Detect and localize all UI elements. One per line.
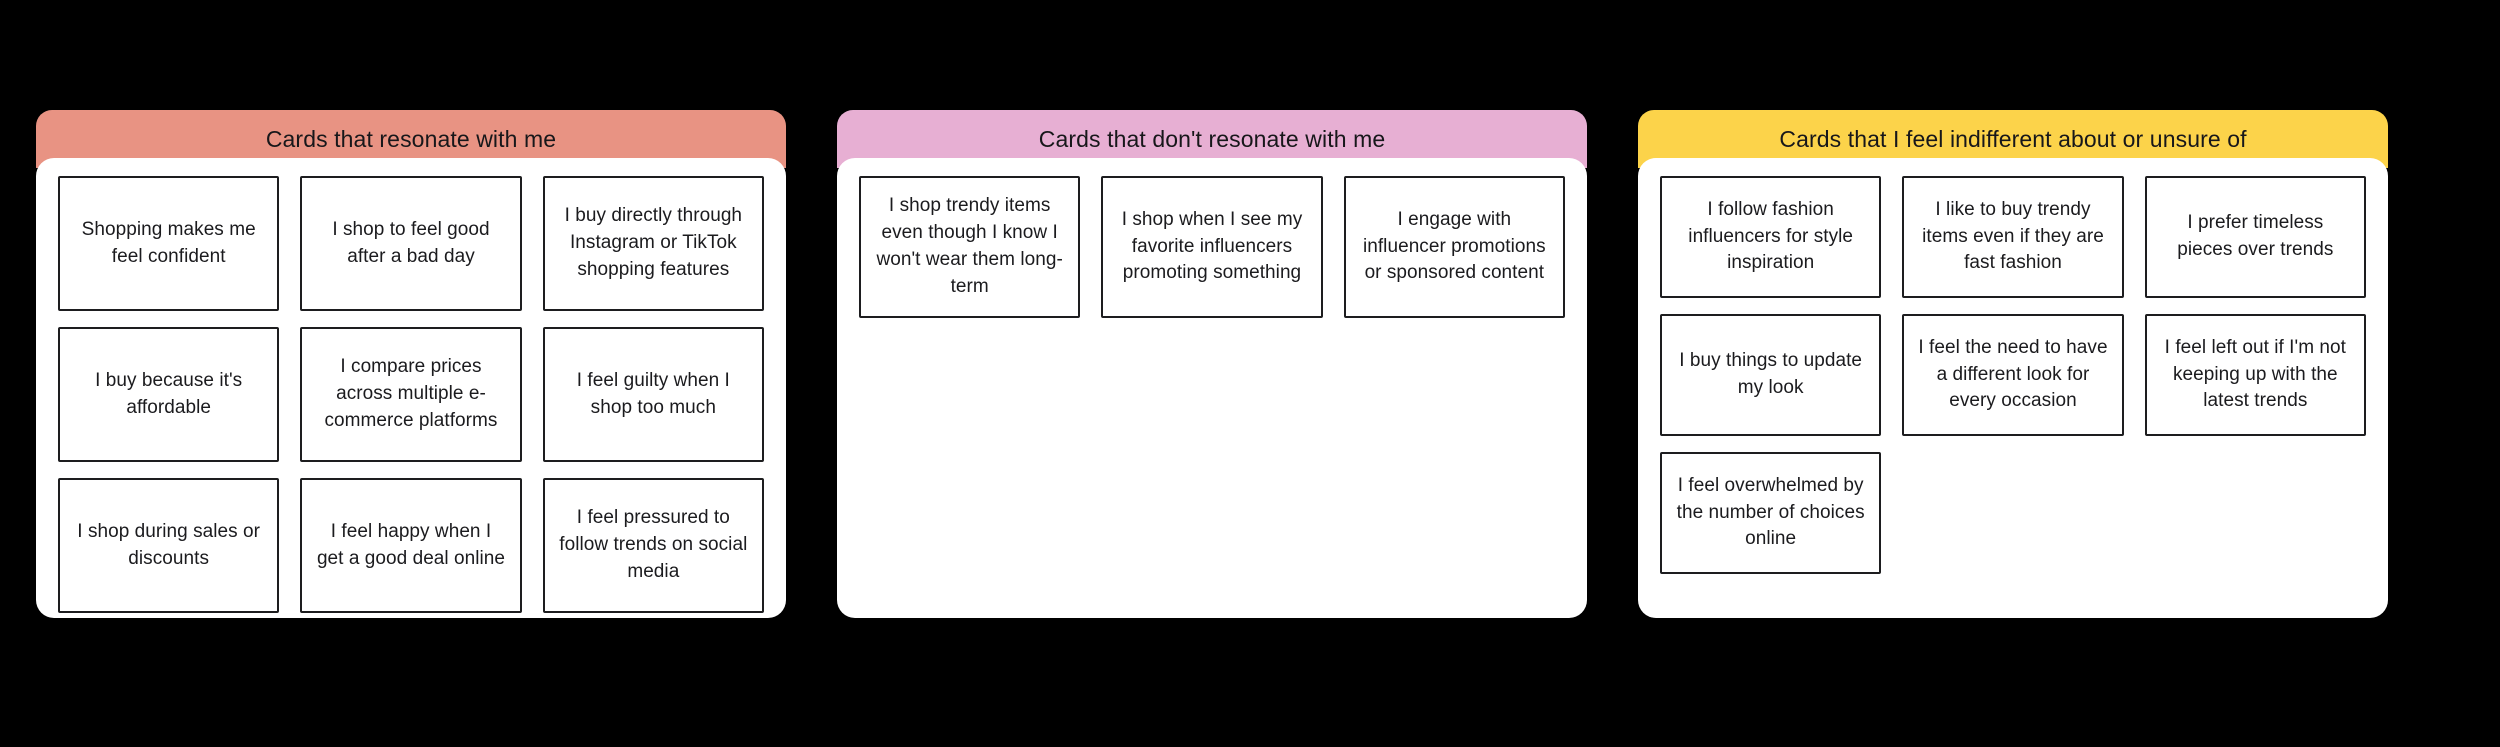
card[interactable]: I follow fashion influencers for style i…	[1660, 176, 1882, 298]
card[interactable]: I feel pressured to follow trends on soc…	[542, 478, 764, 613]
card-text: I shop when I see my favorite influencer…	[1121, 208, 1303, 284]
card[interactable]: I shop to feel good after a bad day	[300, 176, 522, 311]
card-text: I feel the need to have a different look…	[1918, 336, 2108, 412]
card[interactable]: I feel overwhelmed by the number of choi…	[1660, 452, 1882, 574]
card[interactable]: I feel left out if I'm not keeping up wi…	[2144, 314, 2366, 436]
card-text: I buy because it's affordable	[95, 369, 243, 418]
card-text: I follow fashion influencers for style i…	[1688, 198, 1854, 274]
panel-title-indifferent: Cards that I feel indifferent about or u…	[1779, 125, 2247, 152]
card[interactable]: I shop when I see my favorite influencer…	[1101, 176, 1323, 318]
card-text: I prefer timeless pieces over trends	[2177, 212, 2334, 260]
panel-title-dont-resonate: Cards that don't resonate with me	[1038, 125, 1386, 152]
card-text: I like to buy trendy items even if they …	[1922, 198, 2104, 274]
card[interactable]: Shopping makes me feel confident	[58, 176, 280, 311]
card-text: I feel guilty when I shop too much	[576, 369, 730, 418]
card[interactable]: I shop trendy items even though I know I…	[859, 176, 1081, 318]
panel-body-dont-resonate: I shop trendy items even though I know I…	[837, 158, 1587, 618]
card[interactable]: I compare prices across multiple e-comme…	[300, 327, 522, 462]
card[interactable]: I buy directly through Instagram or TikT…	[542, 176, 764, 311]
card-text: I shop during sales or discounts	[77, 520, 261, 569]
card[interactable]: I buy things to update my look	[1660, 314, 1882, 436]
card-text: I feel pressured to follow trends on soc…	[559, 507, 748, 582]
panel-resonate: Cards that resonate with me Shopping mak…	[36, 110, 786, 618]
card-text: I buy directly through Instagram or TikT…	[564, 205, 743, 280]
panel-title-resonate: Cards that resonate with me	[265, 125, 557, 152]
panel-body-resonate: Shopping makes me feel confident I shop …	[36, 158, 786, 618]
card-grid-resonate: Shopping makes me feel confident I shop …	[58, 176, 764, 613]
card[interactable]: I feel guilty when I shop too much	[542, 327, 764, 462]
card[interactable]: I feel happy when I get a good deal onli…	[300, 478, 522, 613]
card[interactable]: I prefer timeless pieces over trends	[2144, 176, 2366, 298]
card[interactable]: I like to buy trendy items even if they …	[1902, 176, 2124, 298]
panel-dont-resonate: Cards that don't resonate with me I shop…	[837, 110, 1587, 618]
card[interactable]: I engage with influencer promotions or s…	[1343, 176, 1565, 318]
card-text: I feel left out if I'm not keeping up wi…	[2164, 336, 2346, 412]
card[interactable]: I feel the need to have a different look…	[1902, 314, 2124, 436]
card-text: I feel happy when I get a good deal onli…	[316, 520, 506, 569]
card[interactable]: I shop during sales or discounts	[58, 478, 280, 613]
card-text: I feel overwhelmed by the number of choi…	[1676, 474, 1865, 550]
card-text: I engage with influencer promotions or s…	[1362, 208, 1546, 284]
card-text: I shop to feel good after a bad day	[332, 218, 490, 267]
panel-body-indifferent: I follow fashion influencers for style i…	[1638, 158, 2388, 618]
card-text: I buy things to update my look	[1679, 350, 1863, 398]
card[interactable]: I buy because it's affordable	[58, 327, 280, 462]
panel-indifferent: Cards that I feel indifferent about or u…	[1638, 110, 2388, 618]
card-text: I shop trendy items even though I know I…	[876, 195, 1063, 297]
card-grid-dont-resonate: I shop trendy items even though I know I…	[859, 176, 1565, 318]
card-text: Shopping makes me feel confident	[81, 218, 256, 267]
card-text: I compare prices across multiple e-comme…	[324, 356, 498, 431]
card-grid-indifferent: I follow fashion influencers for style i…	[1660, 176, 2366, 574]
